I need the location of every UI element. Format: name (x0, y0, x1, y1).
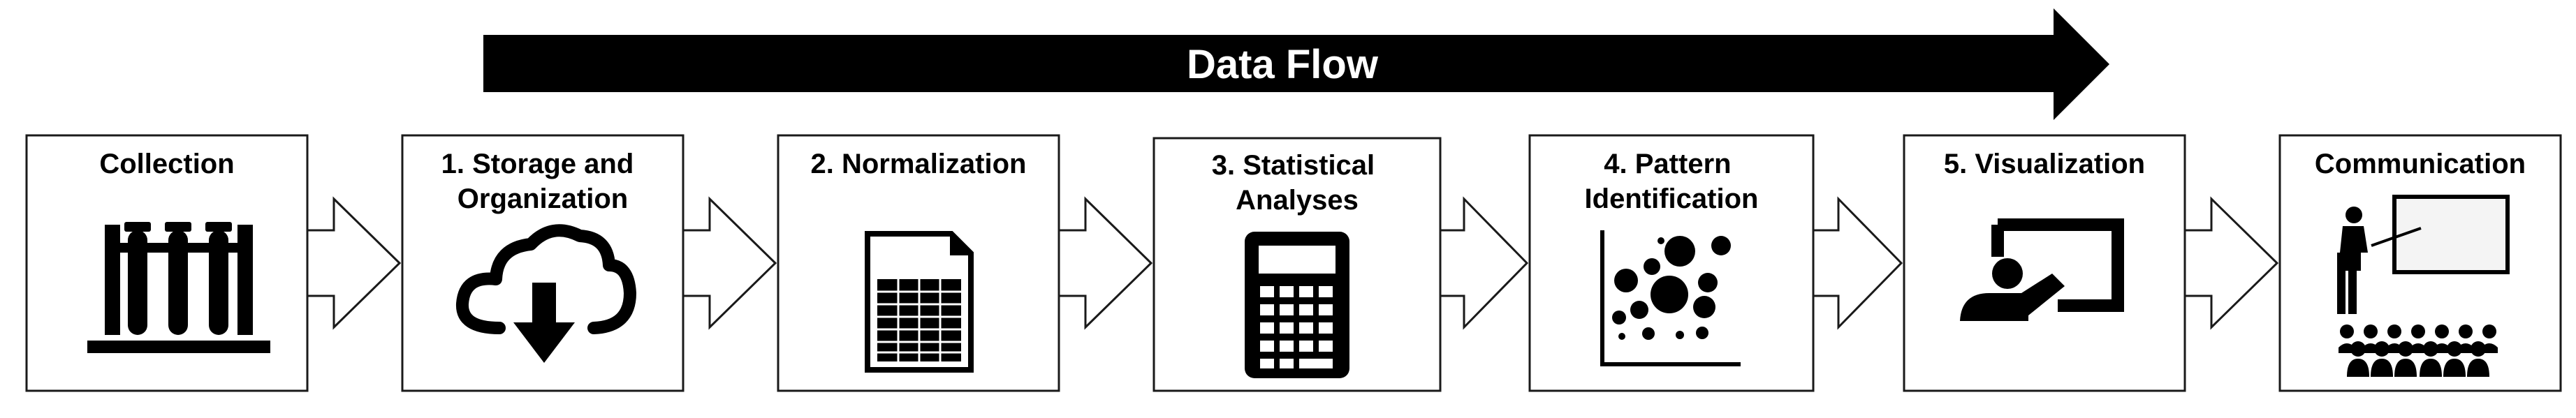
svg-text:5. Visualization: 5. Visualization (1944, 149, 2145, 179)
step-label-line: Organization (458, 184, 628, 214)
svg-text:Collection: Collection (99, 149, 234, 179)
connector-arrow-5 (1812, 196, 1903, 330)
connector-arrow-2 (682, 196, 777, 330)
step-label-line: Collection (99, 149, 234, 179)
spreadsheet-icon (865, 231, 974, 373)
presenter-audience-icon (2337, 195, 2510, 377)
step-label-line: 5. Visualization (1944, 149, 2145, 179)
svg-text:Communication: Communication (2315, 149, 2526, 179)
bubble-chart-icon (1600, 230, 1741, 366)
svg-text:4. Pattern Identificatio: 4. Pattern Identification (1585, 149, 1759, 214)
cloud-download-icon (455, 224, 636, 363)
presentation-board-icon (1960, 218, 2124, 321)
calculator-icon (1245, 232, 1349, 378)
connector-arrow-1 (306, 196, 402, 330)
connector-arrow-4 (1439, 196, 1529, 330)
step-visualization: 5. Visualization (1903, 134, 2186, 392)
step-label-line: Analyses (1236, 185, 1359, 216)
data-flow-arrow: Data Flow (483, 8, 2109, 120)
svg-text:2. Normalization: 2. Normalization (811, 149, 1027, 179)
step-label-line: Communication (2315, 149, 2526, 179)
data-flow-label: Data Flow (1187, 42, 1379, 87)
step-pattern-identification: 4. Pattern Identification (1528, 134, 1815, 392)
connector-arrow-6 (2183, 196, 2279, 330)
test-tubes-icon (87, 222, 270, 353)
step-label-line: Identification (1585, 184, 1759, 214)
step-label-line: 4. Pattern (1604, 149, 1731, 179)
step-label-line: 2. Normalization (811, 149, 1027, 179)
step-label-line: 3. Statistical (1212, 150, 1375, 181)
svg-text:1. Storage and Organiza: 1. Storage and Organization (441, 149, 642, 214)
connector-arrow-3 (1058, 196, 1153, 330)
step-label-line: 1. Storage and (441, 149, 634, 179)
svg-text:3. Statistical Analyses: 3. Statistical Analyses (1212, 150, 1383, 216)
